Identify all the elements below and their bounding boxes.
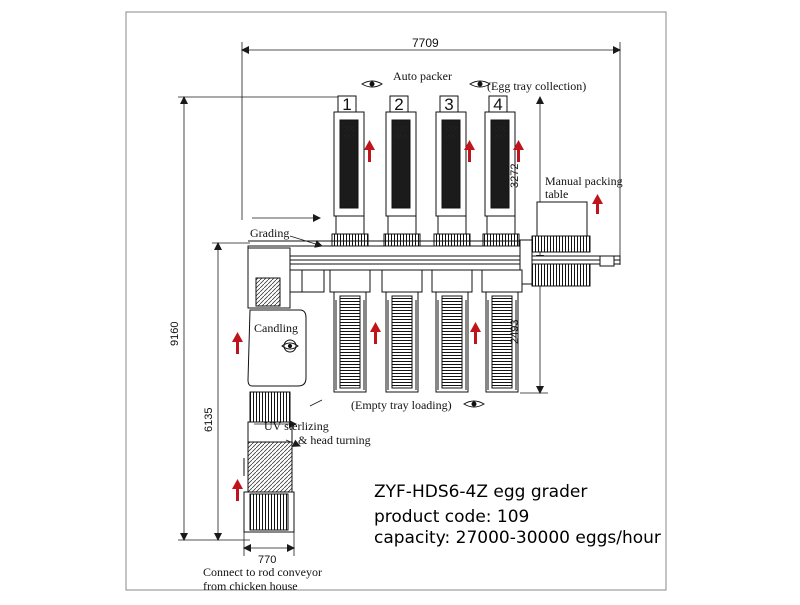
arrow-up-packer-3 [464, 140, 475, 162]
tray-loader-3 [431, 269, 473, 393]
product-name: ZYF-HDS6-4Z egg grader [374, 482, 588, 502]
arrow-up-candling [232, 332, 243, 354]
lane-number-4: 4 [493, 95, 503, 114]
dimension-height-overall-label: 9160 [169, 321, 181, 346]
packer-column-3 [433, 95, 471, 249]
label-uv-2: & head turning [298, 433, 371, 447]
label-auto-packer: Auto packer [393, 69, 452, 83]
lane-number-2: 2 [394, 95, 404, 114]
dimension-conveyor [243, 528, 295, 556]
packer-column-2 [383, 95, 421, 249]
packer-columns [331, 95, 520, 249]
page-border [125, 11, 667, 591]
arrow-up-loader-3 [470, 322, 481, 344]
tray-loader-4 [481, 269, 523, 393]
label-uv-1: UV sterlizing [264, 419, 329, 433]
tray-loader-2 [381, 269, 423, 393]
flow-arrows [232, 140, 603, 501]
candling-unit [247, 309, 307, 387]
label-connect-1: Connect to rod conveyor [203, 565, 322, 579]
uv-unit [247, 391, 293, 443]
eye-icon-auto-packer [361, 80, 383, 88]
eye-icon-candling [281, 342, 299, 350]
product-code: product code: 109 [374, 507, 530, 527]
arrow-up-manual [592, 194, 603, 214]
label-empty-tray-loading: (Empty tray loading) [351, 398, 452, 412]
rod-conveyor [243, 441, 295, 533]
label-manual-packing-1: Manual packing [545, 174, 623, 188]
lane-number-3: 3 [444, 95, 454, 114]
lane-number-1: 1 [342, 95, 352, 114]
label-manual-packing-2: table [545, 187, 569, 201]
packer-column-1 [331, 95, 369, 249]
eye-icon-tray-collection [469, 80, 491, 88]
label-connect-2: from chicken house [203, 579, 298, 593]
tray-loaders [329, 269, 523, 393]
arrow-up-conveyor [232, 479, 243, 501]
label-candling: Candling [254, 321, 298, 335]
arrow-up-packer-4 [513, 140, 524, 162]
dimension-width [241, 42, 621, 265]
tray-loader-1 [329, 269, 371, 393]
arrow-up-packer-1 [364, 140, 375, 162]
dimension-height-lower [212, 242, 250, 541]
eye-icons [281, 80, 491, 408]
label-egg-tray-collection: (Egg tray collection) [487, 79, 587, 93]
eye-icon-tray-loading [463, 400, 485, 408]
product-capacity: capacity: 27000-30000 eggs/hour [374, 528, 661, 548]
grading-line [247, 240, 621, 293]
dimension-width-label: 7709 [412, 36, 439, 50]
arrow-up-loader-2 [370, 322, 381, 344]
dimension-height-packer-label: 3272 [509, 163, 521, 188]
grading-head [247, 247, 303, 309]
label-grading: Grading [250, 226, 290, 240]
manual-packing-table [519, 201, 591, 287]
dimension-height-lower-label: 6135 [203, 407, 215, 432]
dimension-height-loader-label: 2493 [509, 319, 521, 344]
dimension-conveyor-label: 770 [258, 554, 277, 566]
pointer-arrows [252, 214, 323, 447]
